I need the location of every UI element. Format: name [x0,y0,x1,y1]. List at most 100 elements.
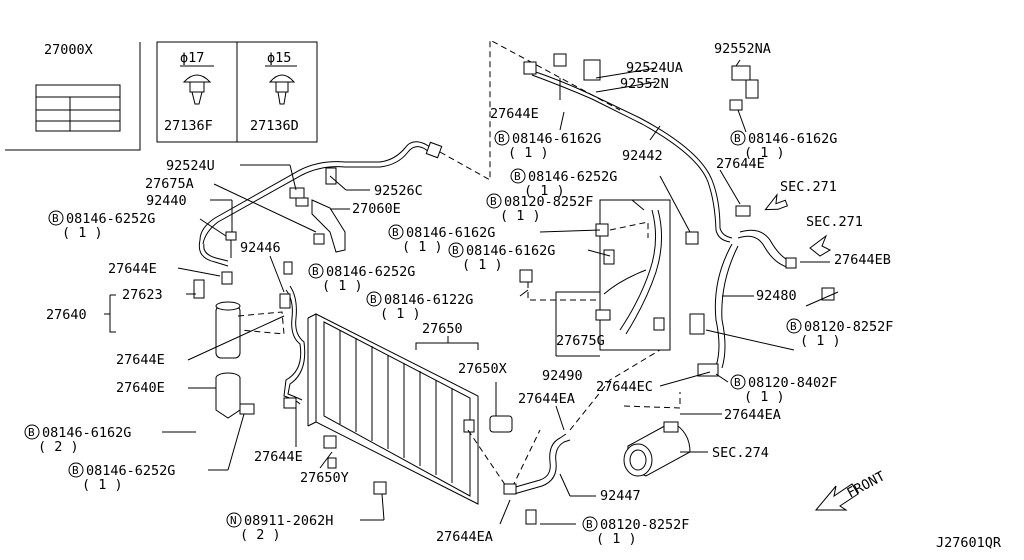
label-27640E: 27640E [116,380,165,396]
label-27644EA-b: 27644EA [436,529,493,545]
label-08146-6162G-c-qty: ( 1 ) [462,257,503,273]
svg-text:B: B [72,464,79,477]
pipe-92442 [523,53,733,243]
label-92446: 92446 [240,240,281,256]
label-27644EA-a: 27644EA [518,391,575,407]
bracket-92552N-icon [583,59,601,81]
label-27650Y: 27650Y [300,470,349,486]
receiver-drier-27640-icon [193,271,241,359]
svg-text:B: B [734,132,741,145]
label-08146-6252G-c: 08146-6252G [86,463,175,479]
label-08146-6162G-a-qty: ( 2 ) [38,439,79,455]
label-27644E-e: 27644E [716,156,765,172]
clip-15-icon [268,74,296,105]
svg-text:B: B [28,426,35,439]
svg-text:B: B [392,226,399,239]
label-sec274: SEC.274 [712,445,769,461]
label-92526C: 92526C [374,183,423,199]
label-92440: 92440 [146,193,187,209]
label-08146-6252G-c-qty: ( 1 ) [82,477,123,493]
svg-text:B: B [370,293,377,306]
label-08120-8252F-b: 08120-8252F [504,194,593,210]
label-27650X: 27650X [458,361,507,377]
clip2-size: ϕ15 [267,50,291,66]
bracket-27060E-icon [311,167,346,253]
svg-text:B: B [734,376,741,389]
legend-box-clips: ϕ17 ϕ15 27136F 27136D [156,41,318,143]
legend-label-part: 27000X [44,42,93,58]
label-08911-2062H: 08911-2062H [244,513,333,529]
label-08120-8252F-a: 08120-8252F [600,517,689,533]
label-08146-6162G-e-qty: ( 1 ) [744,145,785,161]
label-08120-8402F: 08120-8402F [748,375,837,391]
label-08120-8402F-qty: ( 1 ) [744,389,785,405]
label-08146-6252G-a: 08146-6252G [66,211,155,227]
label-08146-6162G-e: 08146-6162G [748,131,837,147]
label-92524U: 92524U [166,158,215,174]
part-labels: 92524U 27675A 92440 08146-6252G ( 1 ) 92… [38,41,1002,551]
sec271-arrow-a-icon [735,193,789,217]
front-label: FRONT [844,468,887,501]
label-08120-8252F-b-qty: ( 1 ) [500,208,541,224]
svg-text:B: B [52,212,59,225]
svg-text:B: B [452,244,459,257]
label-27644E-c: 27644E [254,449,303,465]
svg-text:B: B [514,170,521,183]
clip-92524U-icon [289,187,309,207]
label-27675A: 27675A [145,176,194,192]
label-08146-6162G-c: 08146-6162G [466,243,555,259]
svg-text:N: N [230,514,237,527]
clip1-size: ϕ17 [180,50,204,66]
svg-text:B: B [490,195,497,208]
label-27650: 27650 [422,321,463,337]
label-08146-6122G: 08146-6122G [384,292,473,308]
label-08146-6252G-b: 08146-6252G [326,264,415,280]
label-92552NA: 92552NA [714,41,771,57]
label-08146-6162G-d-qty: ( 1 ) [508,145,549,161]
bracket-27640E-icon [215,372,255,419]
pipe-route-dashed [439,39,621,181]
label-08911-2062H-qty: ( 2 ) [240,527,281,543]
hose-92480 [689,229,835,377]
label-92490: 92490 [542,368,583,384]
sec271-arrow-b-icon [809,234,832,257]
front-arrow-icon [814,483,859,511]
drawing-number: J27601QR [936,535,1002,551]
bolt-6252G-d-icon [685,231,699,245]
label-92480: 92480 [756,288,797,304]
pipe-92446 [279,261,306,409]
dashed-ref-6122G [527,282,600,301]
label-08120-8252F-c-qty: ( 1 ) [800,333,841,349]
pipe-92447 [503,433,571,525]
clip2-part: 27136D [250,118,299,134]
svg-text:B: B [312,265,319,278]
label-92552N: 92552N [620,76,669,92]
svg-text:B: B [586,518,593,531]
label-27644E-b: 27644E [116,352,165,368]
dashed-ref-92447 [569,349,661,431]
bolt-6122G-icon [519,269,533,283]
label-92524UA: 92524UA [626,60,683,76]
pipe-92490 [595,199,671,351]
label-sec271-a: SEC.271 [780,179,837,195]
clip-17-icon [182,74,212,105]
dashed-ref-6162G [609,221,649,238]
label-27060E: 27060E [352,201,401,217]
label-27644EC: 27644EC [596,379,653,395]
label-27623: 27623 [122,287,163,303]
compressor-sec274-icon [623,421,691,477]
pipe-92440 [198,141,443,267]
label-08120-8252F-a-qty: ( 1 ) [596,531,637,547]
label-92447: 92447 [600,488,641,504]
label-sec271-b: SEC.271 [806,214,863,230]
label-27644EA-c: 27644EA [724,407,781,423]
label-27644EB: 27644EB [834,252,891,268]
label-08146-6162G-d: 08146-6162G [512,131,601,147]
condenser-fins [339,330,453,483]
leader-lines [104,59,839,525]
pipe-end-fitting-icon [425,141,443,159]
clip1-part: 27136F [164,118,213,134]
label-08146-6252G-b-qty: ( 1 ) [322,278,363,294]
